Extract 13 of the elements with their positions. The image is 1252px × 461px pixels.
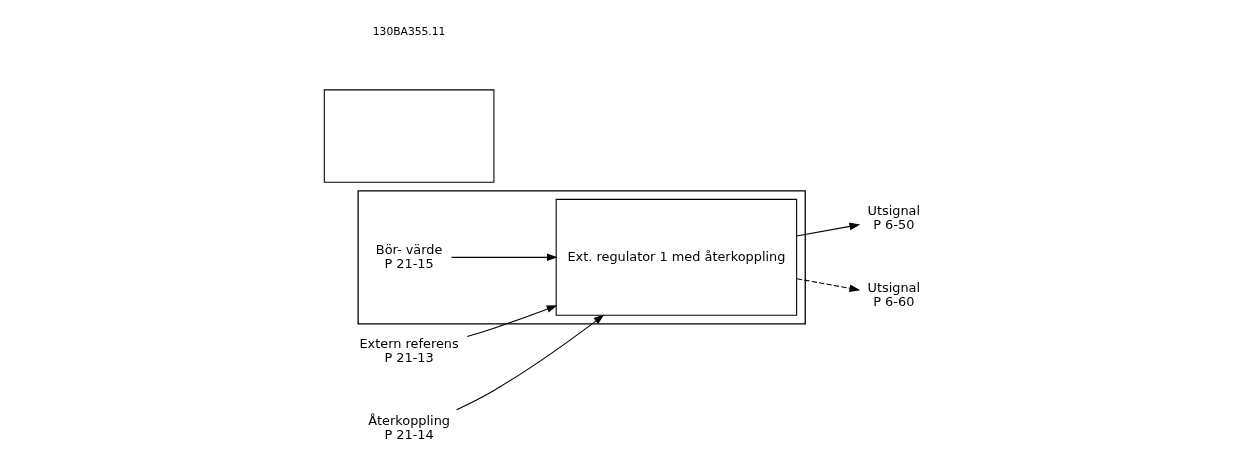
node-box: [323, 89, 494, 183]
arrow: [450, 253, 558, 262]
label: 130BA355.11: [372, 24, 445, 38]
node-text: Bör- värde P 21-15: [375, 241, 442, 271]
arrow: [466, 305, 557, 338]
node-text: Extern referens P 21-13: [358, 336, 459, 366]
node-text: Utsignal P 6-60: [867, 280, 920, 310]
node-text: Utsignal P 6-50: [867, 203, 920, 232]
arrow: [455, 314, 604, 411]
arrow: [795, 222, 860, 237]
node-text: Återkoppling P 21-14: [367, 413, 450, 443]
arrow: [795, 278, 860, 292]
node-box: Ext. regulator 1 med återkoppling: [555, 198, 797, 316]
